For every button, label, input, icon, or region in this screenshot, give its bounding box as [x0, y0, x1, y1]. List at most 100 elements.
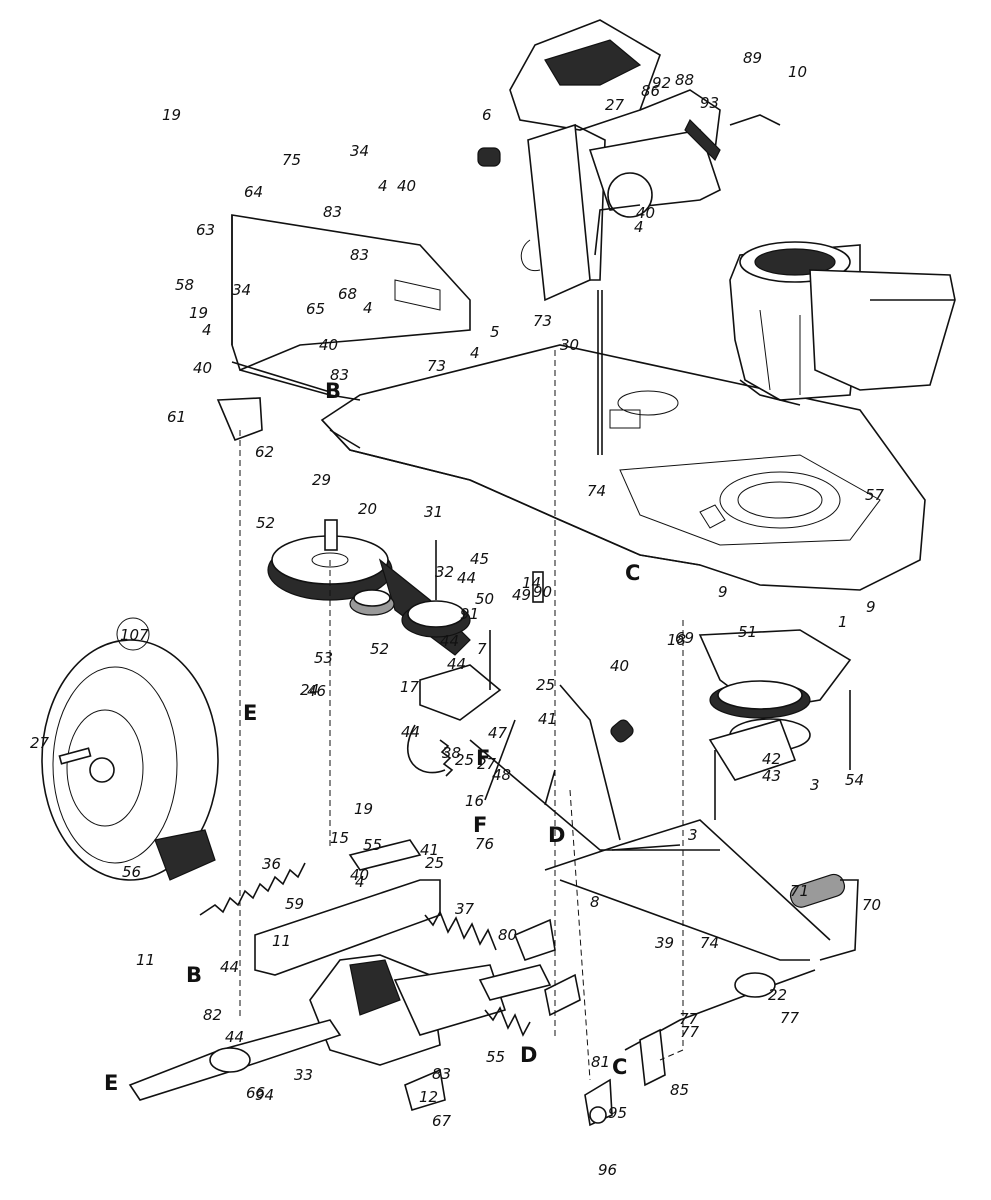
callout: 69: [675, 629, 694, 647]
callout: 4: [378, 177, 388, 195]
callout: 40: [193, 359, 212, 377]
callout: 73: [533, 312, 552, 330]
callout: 19: [189, 304, 208, 322]
callout: 82: [203, 1006, 222, 1024]
callout: 93: [700, 94, 719, 112]
callout: 77: [780, 1009, 800, 1027]
callout: 4: [634, 218, 644, 236]
callout: 52: [256, 514, 275, 532]
callout: 18: [667, 631, 686, 649]
frame-plate: [254, 839, 441, 976]
callout: 49: [512, 586, 531, 604]
callout: 27: [30, 734, 50, 752]
callout-labels: 1 3 3 4 4 4 4 4 4 5 6 7 8 9 9 10 11 11 1…: [30, 49, 885, 1179]
callout: 55: [486, 1048, 505, 1066]
rear-wheel: [41, 639, 219, 881]
callout: 3: [810, 776, 820, 794]
callout: 83: [330, 366, 349, 384]
callout: 50: [475, 590, 494, 608]
callout: 41: [420, 841, 439, 859]
pedal-lever: [404, 719, 859, 1127]
callout: 77: [680, 1023, 700, 1041]
callout: 38: [442, 744, 461, 762]
callout: 74: [587, 482, 606, 500]
linkages: [469, 290, 831, 941]
callout: 44: [440, 632, 459, 650]
callout: 32: [435, 563, 454, 581]
callout: 16: [465, 792, 484, 810]
ref-letter-f: F: [476, 746, 490, 770]
callout: 44: [225, 1028, 244, 1046]
callout: 58: [175, 276, 194, 294]
callout: 7: [477, 640, 487, 658]
springs: [199, 739, 531, 1037]
callout: 37: [455, 900, 475, 918]
callout: 40: [636, 204, 655, 222]
callout: 88: [675, 71, 694, 89]
callout: 42: [762, 750, 781, 768]
callout: 94: [255, 1086, 274, 1104]
callout: 96: [598, 1161, 617, 1179]
ref-letter-c: C: [625, 561, 640, 585]
callout: 24: [300, 681, 319, 699]
callout: 95: [608, 1104, 627, 1122]
reference-letters: B B C C D D E E F F: [104, 379, 640, 1095]
callout: 33: [294, 1066, 313, 1084]
callout: 76: [475, 835, 494, 853]
callout: 74: [700, 934, 719, 952]
callout: 3: [688, 826, 698, 844]
callout: 9: [866, 598, 876, 616]
steering-column: [477, 19, 781, 302]
ref-letter-b: B: [186, 963, 202, 987]
callout: 55: [363, 836, 382, 854]
chassis-deck: [320, 344, 926, 591]
callout: 66: [246, 1084, 265, 1102]
callout: 77: [679, 1010, 699, 1028]
callout: 68: [338, 285, 357, 303]
callout: 43: [762, 767, 781, 785]
callout: 40: [350, 866, 369, 884]
callout: 51: [738, 623, 757, 641]
callout: 71: [790, 882, 809, 900]
callout: 10: [788, 63, 807, 81]
callout: 67: [432, 1112, 452, 1130]
callout: 36: [262, 855, 281, 873]
callout: 27: [605, 96, 625, 114]
callout: 4: [470, 344, 480, 362]
callout: 44: [220, 958, 239, 976]
front-axle-frame: [216, 214, 471, 442]
callout: 61: [167, 408, 186, 426]
callout: 73: [427, 357, 446, 375]
callout: 39: [655, 934, 674, 952]
callout: 57: [865, 486, 885, 504]
callout: 56: [122, 863, 141, 881]
callout: 44: [447, 655, 466, 673]
callout: 31: [424, 503, 443, 521]
callout: 47: [488, 724, 508, 742]
callout: 30: [560, 336, 579, 354]
callout: 11: [272, 932, 291, 950]
callout: 40: [319, 336, 338, 354]
mower-spindle-assembly: [698, 629, 852, 820]
callout: 14: [522, 574, 541, 592]
callout: 27: [477, 755, 497, 773]
engine: [729, 241, 956, 406]
callout: 48: [492, 766, 511, 784]
callout: 34: [232, 281, 251, 299]
callout: 86: [641, 82, 660, 100]
callout: 40: [397, 177, 416, 195]
callout: 1: [838, 613, 848, 631]
transaxle: [128, 954, 552, 1101]
ref-letter-f: F: [473, 813, 487, 837]
callout: 83: [432, 1065, 451, 1083]
callout: 90: [533, 583, 552, 601]
circled-callout: 107: [116, 617, 150, 651]
callout: 44: [401, 723, 420, 741]
callout: 64: [244, 183, 263, 201]
callout: 20: [358, 500, 377, 518]
callout-circled-label: 107: [120, 626, 149, 644]
callout: 52: [370, 640, 389, 658]
ref-letter-e: E: [104, 1071, 118, 1095]
ref-letter-c: C: [612, 1055, 627, 1079]
callout: 59: [285, 895, 304, 913]
